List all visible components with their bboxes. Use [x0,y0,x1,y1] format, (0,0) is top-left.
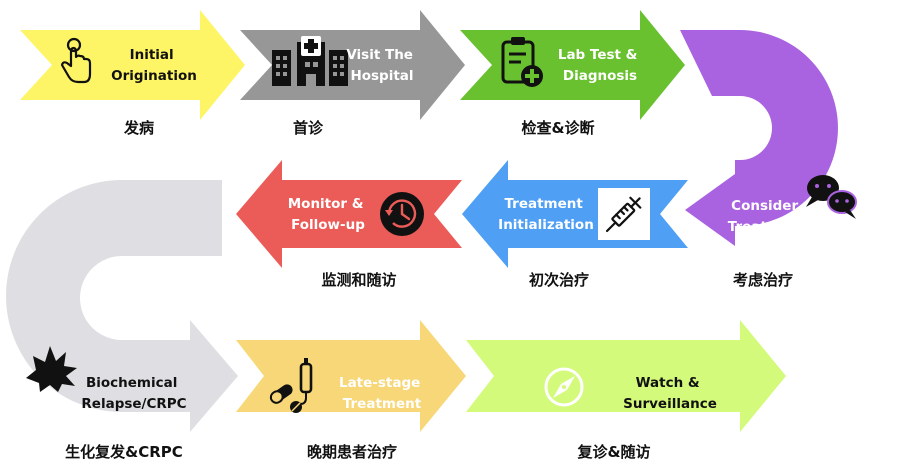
step-label-line: Hospital [350,68,413,84]
compass-icon [544,367,584,407]
syringe-icon [598,188,650,240]
step-label-line: Initialization [498,217,594,233]
step-label-line: Follow-up [291,217,365,233]
step-label-line: Visit The [346,47,413,63]
clipboard-plus-icon [501,37,543,87]
step-caption-late-stage-treatment: 晚期患者治疗 [307,443,397,461]
step-label-line: Surveillance [623,396,717,412]
step-label-line: Biochemical [86,375,177,391]
step-caption-initial-origination: 发病 [123,119,154,137]
step-arrow-monitor-follow-up [236,160,462,268]
step-label-watch-surveillance: Watch & Surveillance [623,375,717,412]
step-label-line: Lab Test & [558,47,638,63]
step-label-consider-treatment: Consider Treatment [728,198,807,235]
step-label-line: Late-stage [339,375,420,391]
step-label-visit-hospital: Visit The Hospital [346,47,417,84]
step-caption-monitor-follow-up: 监测和随访 [321,271,396,289]
pills-icon [269,358,313,413]
step-arrow-biochemical-relapse [6,180,238,432]
step-label-line: Treatment [343,396,422,412]
step-arrow-lab-test [460,10,685,120]
step-label-line: Treatment [728,219,807,235]
step-label-biochemical-relapse: Biochemical Relapse/CRPC [81,375,186,412]
step-caption-visit-hospital: 首诊 [293,119,324,137]
step-label-line: Monitor & [288,196,364,212]
step-arrow-watch-surveillance [466,320,786,432]
step-label-line: Relapse/CRPC [81,396,186,412]
step-label-line: Diagnosis [563,68,637,84]
step-arrow-initial-origination [20,10,245,120]
step-caption-consider-treatment: 考虑治疗 [733,271,793,289]
hospital-icon [272,36,348,86]
hand-pointer-icon [60,37,92,84]
step-label-initial-origination: Initial Origination [111,47,197,84]
step-label-line: Consider [731,198,798,214]
step-caption-biochemical-relapse: 生化复发&CRPC [65,443,183,461]
step-caption-watch-surveillance: 复诊&随访 [576,443,650,461]
step-arrow-visit-hospital [240,10,465,120]
step-label-line: Origination [111,68,197,84]
step-label-treatment-initialization: Treatment Initialization [498,196,594,233]
step-label-line: Treatment [504,196,583,212]
step-label-late-stage-treatment: Late-stage Treatment [339,375,425,412]
step-label-line: Initial [130,47,174,63]
history-clock-icon [380,192,424,236]
chat-bubbles-icon [806,175,857,219]
step-arrow-treatment-initialization [462,160,688,268]
step-label-line: Watch & [636,375,700,391]
step-label-monitor-follow-up: Monitor & Follow-up [288,196,369,233]
step-label-lab-test: Lab Test & Diagnosis [558,47,642,84]
explosion-icon [26,346,77,392]
step-caption-treatment-initialization: 初次治疗 [529,271,589,289]
step-caption-lab-test: 检查&诊断 [521,119,594,137]
step-arrow-consider-treatment [680,30,838,246]
